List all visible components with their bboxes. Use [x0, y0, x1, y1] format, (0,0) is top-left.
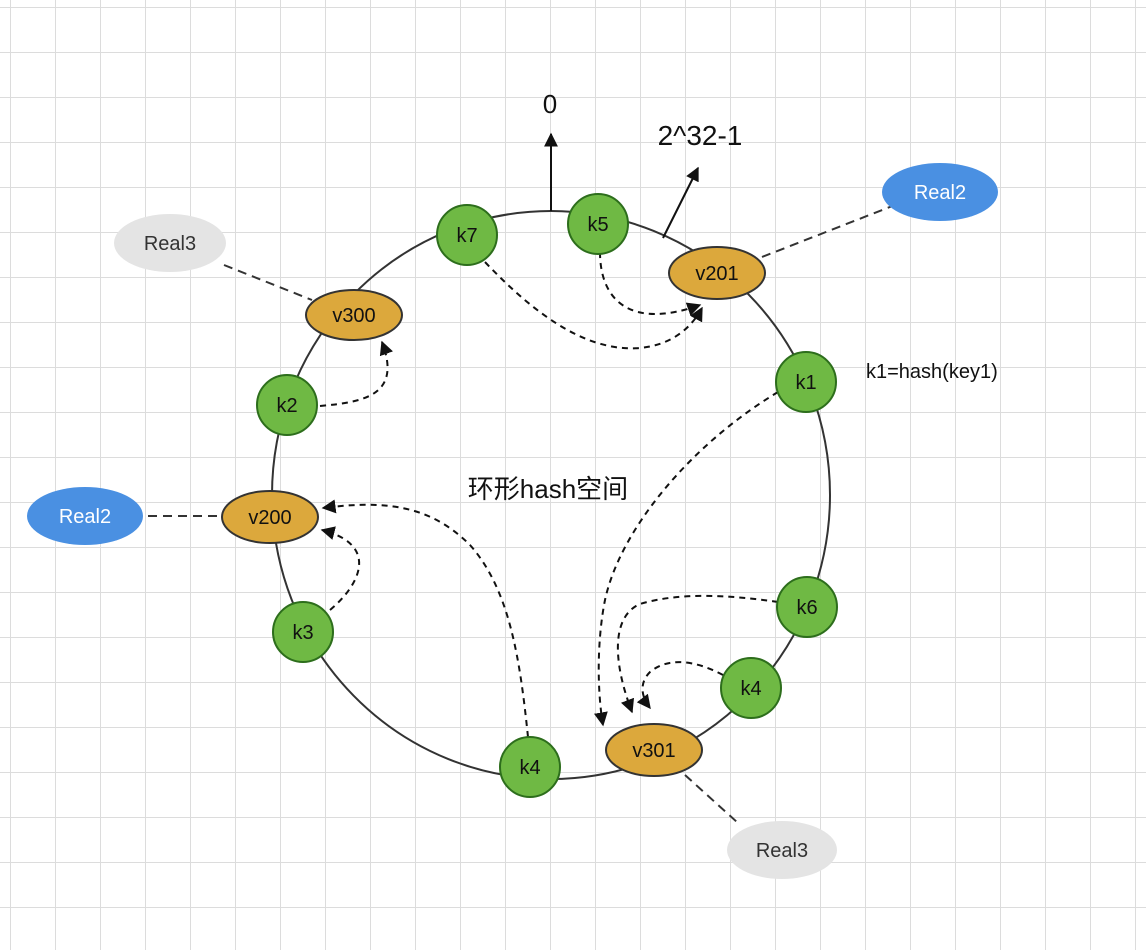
k1-to-v301-arrow [593, 391, 779, 727]
k2-label: k2 [276, 395, 297, 417]
link-v201-real2 [761, 204, 896, 258]
k1-label: k1 [795, 372, 816, 394]
k5-label: k5 [587, 214, 608, 236]
k5-node [567, 193, 629, 255]
real3-top-label: Real3 [144, 233, 196, 255]
max-arrow [662, 166, 699, 239]
max-label: 2^32-1 [658, 120, 743, 151]
v201-label: v201 [695, 263, 738, 285]
v201-node [668, 246, 766, 300]
k6-label: k6 [796, 597, 817, 619]
k1-node [775, 351, 837, 413]
k4-to-v200-arrow [321, 499, 529, 738]
v300-label: v300 [332, 305, 375, 327]
k4-right-label: k4 [740, 678, 761, 700]
real2-top-label: Real2 [914, 182, 966, 204]
v301-node [605, 723, 703, 777]
v300-node [305, 289, 403, 341]
v200-label: v200 [248, 507, 291, 529]
v301-label: v301 [632, 740, 675, 762]
link-v301-real3 [684, 774, 739, 824]
k3-label: k3 [292, 622, 313, 644]
center-label: 环形hash空间 [468, 474, 628, 504]
formula-label: k1=hash(key1) [866, 361, 998, 383]
k2-to-v300-arrow [319, 340, 393, 407]
v200-node [221, 490, 319, 544]
k7-to-v201-arrow [484, 261, 703, 350]
k4-bottom-label: k4 [519, 757, 540, 779]
k7-label: k7 [456, 225, 477, 247]
k6-node [776, 576, 838, 638]
k4-bottom-node [499, 736, 561, 798]
k7-node [436, 204, 498, 266]
real2-left-node [27, 487, 143, 545]
real3-top-node [114, 214, 226, 272]
zero-label: 0 [543, 89, 557, 119]
real3-bottom-label: Real3 [756, 840, 808, 862]
k3-to-v200-arrow [320, 526, 360, 611]
k2-node [256, 374, 318, 436]
k6-to-v301-arrow [616, 594, 779, 714]
k4-right-to-v301-arrow [636, 661, 724, 710]
k5-to-v201-arrow [599, 251, 702, 316]
k3-node [272, 601, 334, 663]
link-v300-real3 [223, 264, 313, 301]
real2-left-label: Real2 [59, 506, 111, 528]
k4-right-node [720, 657, 782, 719]
real2-top-node [882, 163, 998, 221]
real3-bottom-node [727, 821, 837, 879]
